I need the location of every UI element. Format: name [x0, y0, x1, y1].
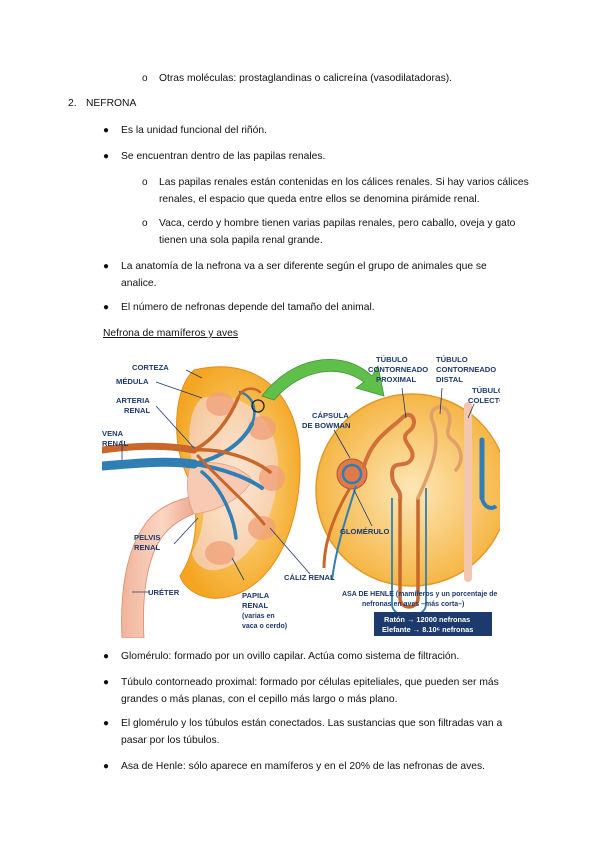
bullet-anatomia-line1: La anatomía de la nefrona va a ser difer… — [121, 261, 487, 272]
section-title: NEFRONA — [86, 98, 137, 109]
bullet-icon: ● — [103, 651, 110, 662]
bullet-icon: ● — [103, 151, 110, 162]
label-tubulo-distal-1: TÚBULO — [436, 355, 468, 364]
label-caliz: CÁLIZ RENAL — [284, 573, 335, 582]
bullet-icon: ● — [103, 261, 110, 272]
distal-tubule — [416, 405, 463, 500]
bullet-tubulo-line2: grandes o más planas, con el cepillo más… — [121, 694, 398, 705]
label-vena-1: VENA — [102, 429, 124, 438]
bullet-icon: ● — [103, 761, 110, 772]
leader-lines — [121, 369, 475, 593]
sub-item-calices-line2: renales, el espacio que queda entre ello… — [159, 194, 480, 205]
sub-item-especies-line1: Vaca, cerdo y hombre tienen varias papil… — [159, 218, 516, 229]
label-arteria-2: RENAL — [124, 406, 151, 415]
label-pelvis-2: RENAL — [134, 543, 161, 552]
bullet-unidad-funcional: Es la unidad funcional del riñón. — [121, 125, 267, 136]
glomerulus — [341, 463, 363, 485]
bullet-icon: ● — [103, 125, 110, 136]
sub-item-calices-line1: Las papilas renales están contenidas en … — [159, 177, 529, 188]
label-tubulo-colector-1: TÚBULO — [472, 386, 500, 395]
bullet-glomerulo: Glomérulo: formado por un ovillo capilar… — [121, 651, 460, 662]
figure-caption: Nefrona de mamíferos y aves — [103, 328, 239, 339]
label-asa-1: ASA DE HENLE (mamíferos y un porcentaje … — [342, 591, 497, 598]
label-tubulo-proximal-1: TÚBULO — [376, 355, 408, 364]
bullet-numero-nefronas: El número de nefronas depende del tamaño… — [121, 302, 375, 313]
sub-bullet-icon: o — [142, 218, 148, 229]
label-pelvis-1: PELVIS — [134, 533, 160, 542]
label-tubulo-colector-2: COLECTOR — [468, 396, 500, 405]
bullet-conectados-line1: El glomérulo y los túbulos están conecta… — [121, 718, 503, 729]
green-arrow — [261, 359, 385, 401]
bullet-icon: ● — [103, 718, 110, 729]
renal-vein — [97, 390, 264, 540]
label-papila-4: vaca o cerdo) — [242, 623, 287, 630]
efferent-vessel — [331, 485, 357, 581]
label-elefante: Elefante → 8.10⁶ nefronas — [382, 625, 473, 634]
bullet-icon: ● — [103, 677, 110, 688]
bullet-conectados-line2: pasar por los túbulos. — [121, 735, 220, 746]
label-tubulo-distal-3: DISTAL — [436, 375, 463, 384]
label-papila-2: RENAL — [242, 601, 269, 610]
sub-item-prostaglandinas: Otras moléculas: prostaglandinas o calic… — [159, 73, 453, 84]
sub-bullet-icon: o — [142, 73, 148, 84]
nephron-count-box — [374, 612, 492, 636]
label-arteria-1: ARTERIA — [116, 396, 150, 405]
loop-of-henle — [398, 498, 420, 609]
label-papila-3: (varias en — [242, 613, 275, 620]
sub-bullet-icon: o — [142, 177, 148, 188]
bullet-tubulo-line1: Túbulo contorneado proximal: formado por… — [121, 677, 499, 688]
label-capsula-2: DE BOWMAN — [302, 421, 351, 430]
section-number: 2. — [68, 98, 77, 109]
sub-item-especies-line2: tienen una sola papila renal grande. — [159, 235, 323, 246]
afferent-vessel — [322, 487, 352, 569]
bowman-capsule — [336, 458, 368, 490]
label-papila-1: PAPILA — [242, 591, 270, 600]
bullet-anatomia-line2: analice. — [121, 278, 157, 289]
bullet-asa-henle: Asa de Henle: sólo aparece en mamíferos … — [121, 761, 486, 772]
magnify-marker — [251, 399, 265, 413]
label-ureter: URÉTER — [148, 588, 180, 597]
label-tubulo-proximal-2: CONTORNEADO — [368, 365, 428, 374]
label-tubulo-distal-2: CONTORNEADO — [436, 365, 496, 374]
label-capsula-1: CÁPSULA — [312, 411, 349, 420]
proximal-tubule — [362, 412, 416, 502]
label-glomerulo: GLOMÉRULO — [340, 527, 389, 536]
bullet-papilas: Se encuentran dentro de las papilas rena… — [121, 151, 326, 162]
bullet-icon: ● — [103, 302, 110, 313]
label-medula: MÉDULA — [116, 377, 149, 386]
renal-pyramids — [205, 392, 285, 565]
label-vena-2: RENAL — [102, 439, 129, 448]
label-raton: Ratón → 12000 nefronas — [384, 615, 470, 624]
kidney-nephron-illustration: CORTEZA MÉDULA ARTERIA RENAL VENA RENAL … — [97, 355, 511, 639]
kidney-nephron-figure: CORTEZA MÉDULA ARTERIA RENAL VENA RENAL … — [97, 348, 511, 639]
label-tubulo-proximal-3: PROXIMAL — [376, 375, 416, 384]
renal-artery — [98, 387, 272, 526]
label-asa-2: nefronas en aves –más corta–) — [362, 601, 464, 608]
label-corteza: CORTEZA — [132, 363, 169, 372]
